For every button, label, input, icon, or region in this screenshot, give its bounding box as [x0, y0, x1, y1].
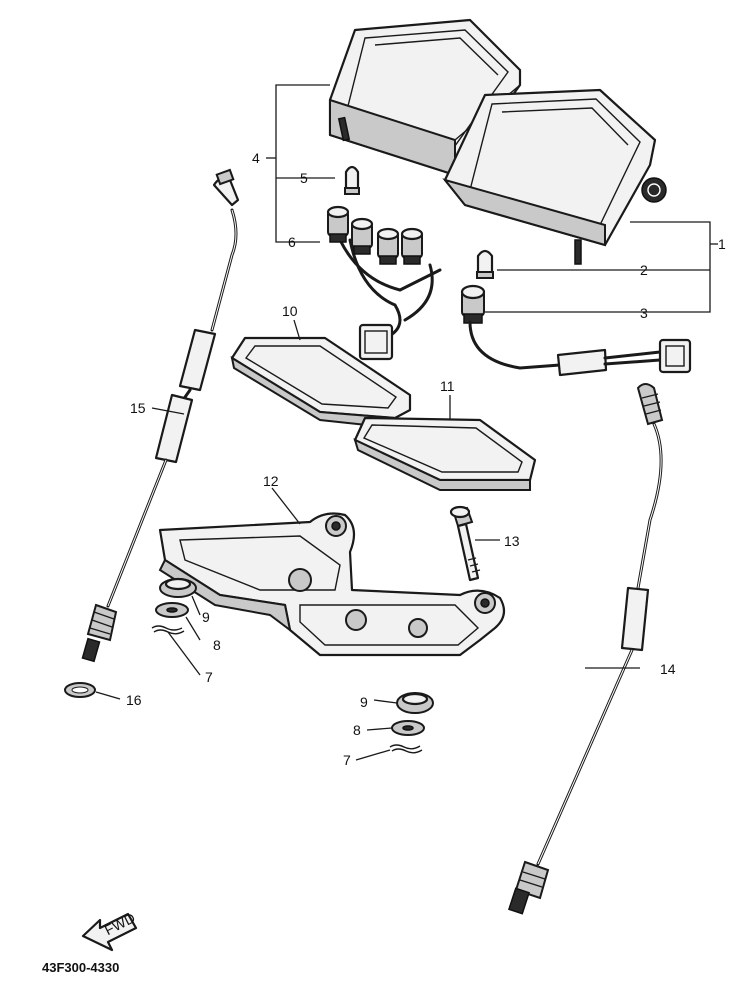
callout-15: 15: [130, 400, 146, 416]
callout-7-right: 7: [343, 752, 351, 768]
callout-8-left: 8: [213, 637, 221, 653]
diagram-code: 43F300-4330: [42, 960, 119, 975]
callout-9-left: 9: [202, 609, 210, 625]
callout-11: 11: [440, 378, 455, 394]
callout-3: 3: [640, 305, 648, 321]
socket-part-3: [460, 284, 692, 377]
callout-9-right: 9: [360, 694, 368, 710]
bolt-part-13: [449, 505, 481, 582]
callout-8-right: 8: [353, 722, 361, 738]
callout-6: 6: [288, 234, 296, 250]
lens-part-11: [353, 416, 537, 491]
callout-16: 16: [126, 692, 142, 708]
nut-part-7-right: [389, 744, 423, 754]
callout-5: 5: [300, 170, 308, 186]
callout-10: 10: [282, 303, 298, 319]
grommet-part-9-left: [159, 577, 197, 598]
callout-7-left: 7: [205, 669, 213, 685]
callout-labels: 1 2 3 4 5 6 7 7 8 8 9 9 10 11 12 13 14 1…: [126, 150, 726, 768]
meter-housing-right: [442, 88, 667, 265]
grommet-part-9-right: [396, 692, 434, 714]
callout-14: 14: [660, 661, 676, 677]
callout-12: 12: [263, 473, 279, 489]
callout-2: 2: [640, 262, 648, 278]
callout-13: 13: [504, 533, 520, 549]
bracket-part-12: [158, 512, 506, 657]
socket-cluster-part-6: [326, 205, 442, 361]
bulb-part-5: [344, 165, 360, 195]
callout-1: 1: [718, 236, 726, 252]
washer-part-8-left: [155, 602, 189, 618]
leader-lines: [95, 84, 718, 761]
circlip-part-16: [64, 682, 96, 698]
washer-part-8-right: [391, 720, 425, 736]
bulb-part-2: [476, 249, 494, 279]
cable-part-15: [81, 168, 240, 663]
cable-part-14: [507, 383, 664, 915]
front-direction-arrow: FWD: [81, 909, 138, 952]
callout-4: 4: [252, 150, 260, 166]
